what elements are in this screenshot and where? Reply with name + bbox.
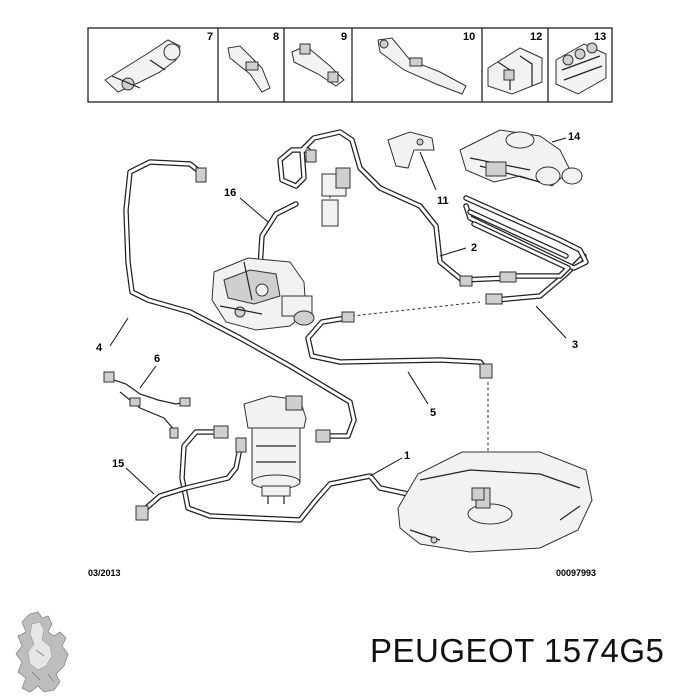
diagram-ref: 00097993 <box>556 568 596 578</box>
brand-part-number: PEUGEOT 1574G5 <box>370 632 665 669</box>
part-7-bracket-icon <box>104 39 181 93</box>
label-9: 9 <box>341 31 347 43</box>
label-7: 7 <box>207 31 213 43</box>
callout-1: 1 <box>404 450 410 462</box>
part-13-multiclip-icon <box>555 42 607 95</box>
bracket-11 <box>387 131 435 169</box>
peugeot-lion-logo-icon <box>15 611 69 693</box>
label-13: 13 <box>594 31 606 43</box>
fuel-cooler <box>463 195 589 279</box>
diagram-date: 03/2013 <box>88 568 121 578</box>
leader-lines <box>109 137 567 495</box>
callout-11: 11 <box>437 195 449 207</box>
fuel-filter <box>243 395 307 504</box>
callout-6: 6 <box>154 353 160 365</box>
part-9-clip-icon <box>291 43 345 87</box>
callout-15: 15 <box>112 458 124 470</box>
part-12-clamp-icon <box>487 47 543 95</box>
label-12: 12 <box>530 31 542 43</box>
top-panel: 7 8 9 10 12 13 <box>87 27 613 103</box>
fuel-tank <box>397 451 593 553</box>
callout-5: 5 <box>430 407 436 419</box>
label-10: 10 <box>463 31 475 43</box>
clamp-assembly-14 <box>459 129 583 187</box>
fittings <box>135 167 517 521</box>
callout-16: 16 <box>224 187 236 199</box>
callout-4: 4 <box>96 342 103 354</box>
label-8: 8 <box>273 31 279 43</box>
valve-top <box>305 149 351 227</box>
callout-3: 3 <box>572 339 578 351</box>
harness-6 <box>103 371 191 439</box>
callouts: 14 11 16 2 3 4 6 5 1 15 <box>96 131 581 470</box>
callout-2: 2 <box>471 242 477 254</box>
callout-14: 14 <box>568 131 581 143</box>
part-8-clip-icon <box>227 45 271 93</box>
fuel-pump <box>211 257 315 331</box>
part-10-bracket-icon <box>377 37 467 95</box>
fuel-lines <box>123 129 587 523</box>
